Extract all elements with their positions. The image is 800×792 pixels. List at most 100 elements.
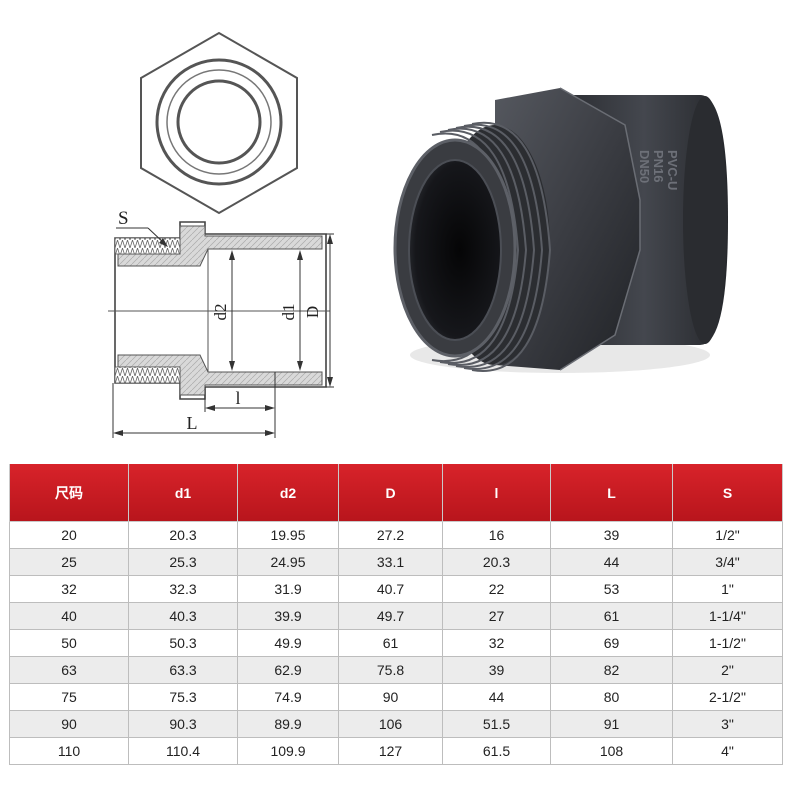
table-row: 90 90.3 89.9 106 51.5 91 3" [9,710,783,738]
table-row: 50 50.3 49.9 61 32 69 1-1/2" [9,629,783,657]
cell-S: 2-1/2" [672,683,783,711]
table-row: 40 40.3 39.9 49.7 27 61 1-1/4" [9,602,783,630]
hex-face-edge [559,87,641,371]
table-row: 25 25.3 24.95 33.1 20.3 44 3/4" [9,548,783,576]
cell-D: 106 [338,710,443,738]
cell-l: 27 [442,602,551,630]
cell-d2: 62.9 [237,656,339,684]
cell-S: 1" [672,575,783,603]
table-row: 63 63.3 62.9 75.8 39 82 2" [9,656,783,684]
cell-size: 110 [9,737,129,765]
cell-l: 32 [442,629,551,657]
S-label: S [118,208,129,229]
cell-d2: 74.9 [237,683,339,711]
cell-D: 90 [338,683,443,711]
upper-thread [114,237,181,255]
embossed-marking: PVC-U PN16 DN50 [637,150,680,190]
cell-S: 1-1/2" [672,629,783,657]
cell-d1: 63.3 [128,656,238,684]
D-label: D [303,306,322,318]
cell-size: 63 [9,656,129,684]
l-label: l [235,388,240,408]
cell-D: 75.8 [338,656,443,684]
col-header-d1: d1 [128,464,238,522]
cell-L: 44 [550,548,673,576]
cell-l: 20.3 [442,548,551,576]
cell-d2: 31.9 [237,575,339,603]
cell-d2: 49.9 [237,629,339,657]
table-row: 32 32.3 31.9 40.7 22 53 1" [9,575,783,603]
marking-line-2: PN16 [651,150,666,183]
cell-D: 127 [338,737,443,765]
cell-size: 25 [9,548,129,576]
cell-d1: 20.3 [128,521,238,549]
L-label: L [187,413,198,433]
S-arrow [159,238,168,247]
d2-arrow-bottom [229,361,235,371]
cell-size: 90 [9,710,129,738]
cell-D: 27.2 [338,521,443,549]
table-header-row: 尺码 d1 d2 D l L S [9,464,783,522]
cell-L: 108 [550,737,673,765]
cell-d1: 32.3 [128,575,238,603]
cell-d1: 40.3 [128,602,238,630]
lower-thread [114,366,181,384]
cell-D: 40.7 [338,575,443,603]
cell-S: 4" [672,737,783,765]
cell-l: 16 [442,521,551,549]
cell-L: 53 [550,575,673,603]
spec-table: 尺码 d1 d2 D l L S 20 20.3 19.95 27.2 16 3… [9,464,783,765]
cell-size: 75 [9,683,129,711]
L-arrow-right [265,430,275,436]
bore-hole [409,160,501,340]
socket-rim [683,96,727,344]
end-view-drawing [140,31,298,215]
cell-l: 51.5 [442,710,551,738]
cell-D: 49.7 [338,602,443,630]
cell-d1: 25.3 [128,548,238,576]
col-header-D: D [338,464,443,522]
cell-d1: 110.4 [128,737,238,765]
cell-d2: 89.9 [237,710,339,738]
cell-S: 3" [672,710,783,738]
product-figure: d2 d1 D S l L [108,31,728,438]
cell-L: 82 [550,656,673,684]
d1-arrow-top [297,250,303,260]
cell-d2: 19.95 [237,521,339,549]
col-header-size: 尺码 [9,464,129,522]
D-arrow-top [327,234,333,244]
cell-d1: 75.3 [128,683,238,711]
cell-size: 32 [9,575,129,603]
d2-label: d2 [211,304,230,321]
d2-arrow-top [229,250,235,260]
cell-D: 61 [338,629,443,657]
col-header-d2: d2 [237,464,339,522]
cell-d1: 90.3 [128,710,238,738]
cell-d1: 50.3 [128,629,238,657]
cell-L: 91 [550,710,673,738]
col-header-l: l [442,464,551,522]
cell-S: 1/2" [672,521,783,549]
marking-line-1: PVC-U [665,150,680,190]
cell-L: 61 [550,602,673,630]
cell-l: 61.5 [442,737,551,765]
cell-d2: 39.9 [237,602,339,630]
cell-L: 80 [550,683,673,711]
cell-L: 69 [550,629,673,657]
section-view-drawing: d2 d1 D S l L [108,208,334,438]
cell-l: 39 [442,656,551,684]
product-photo: PVC-U PN16 DN50 [393,87,728,373]
cell-S: 2" [672,656,783,684]
table-row: 75 75.3 74.9 90 44 80 2-1/2" [9,683,783,711]
bore-edge [408,159,502,341]
col-header-S: S [672,464,783,522]
cell-L: 39 [550,521,673,549]
cell-size: 20 [9,521,129,549]
cell-l: 22 [442,575,551,603]
table-row: 20 20.3 19.95 27.2 16 39 1/2" [9,521,783,549]
marking-line-3: DN50 [637,150,652,183]
col-header-L: L [550,464,673,522]
cell-d2: 109.9 [237,737,339,765]
d1-label: d1 [279,304,298,321]
cell-D: 33.1 [338,548,443,576]
